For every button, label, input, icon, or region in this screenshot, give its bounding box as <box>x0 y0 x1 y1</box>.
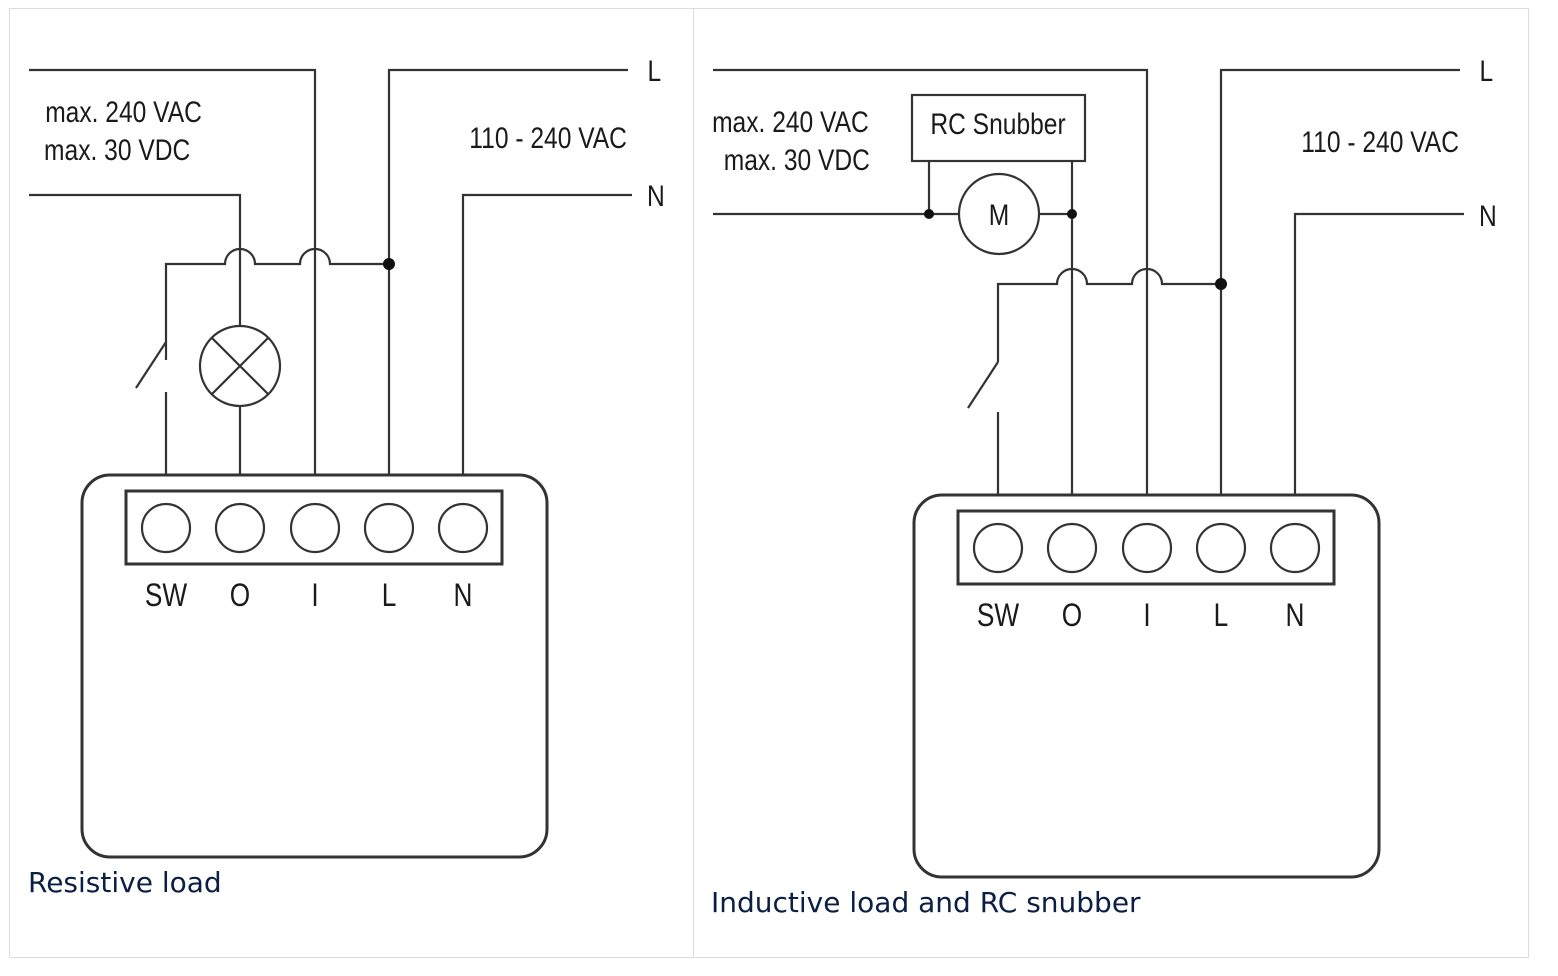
terminal-label-sw: SW <box>145 579 188 614</box>
caption-resistive-load: Resistive load <box>28 866 222 899</box>
source-voltage-dc: max. 30 VDC <box>724 143 870 177</box>
supply-neutral-wire <box>1293 212 1464 495</box>
junction-dot <box>924 209 934 219</box>
terminal-label-i: I <box>1143 599 1150 634</box>
terminal-n <box>1269 522 1321 574</box>
terminal-o <box>214 502 266 554</box>
line-label-neutral: N <box>1479 199 1497 233</box>
lamp-symbol <box>198 324 282 408</box>
terminal-block <box>956 509 1336 586</box>
terminal-l <box>363 502 415 554</box>
source-wire-top <box>29 68 317 475</box>
terminal-label-l: L <box>382 579 397 614</box>
terminal-n <box>437 502 489 554</box>
line-label-live: L <box>1480 54 1494 88</box>
switch-bus-wire <box>164 247 389 360</box>
terminal-label-o: O <box>1062 599 1082 634</box>
supply-voltage: 110 - 240 VAC <box>469 121 627 155</box>
terminal-i <box>289 502 341 554</box>
motor-to-output-wire <box>1039 212 1074 495</box>
terminal-label-i: I <box>311 579 318 614</box>
line-label-live: L <box>648 54 662 88</box>
inductive-load-diagram <box>713 68 1464 879</box>
supply-voltage: 110 - 240 VAC <box>1301 125 1459 159</box>
junction-dot <box>1215 278 1227 290</box>
source-voltage-dc: max. 30 VDC <box>44 133 190 167</box>
line-label-neutral: N <box>647 179 665 213</box>
terminal-label-n: N <box>1286 599 1305 634</box>
motor-label: M <box>989 198 1009 232</box>
terminal-label-sw: SW <box>977 599 1020 634</box>
terminal-label-n: N <box>454 579 473 614</box>
switch-lever <box>135 341 167 389</box>
terminal-i <box>1121 522 1173 574</box>
caption-inductive-load: Inductive load and RC snubber <box>711 886 1141 919</box>
terminal-block <box>124 489 504 566</box>
source-wire-top <box>713 68 1149 495</box>
device-body <box>912 493 1381 879</box>
terminal-o <box>1046 522 1098 574</box>
rc-snubber-box <box>910 93 1087 163</box>
terminal-l <box>1195 522 1247 574</box>
supply-live-wire <box>1219 68 1460 495</box>
left-panel-labels: max. 240 VAC max. 30 VDC 110 - 240 VAC L… <box>44 54 665 614</box>
terminal-label-o: O <box>230 579 250 614</box>
terminal-sw <box>140 502 192 554</box>
device-body <box>80 473 549 859</box>
supply-live-wire <box>387 68 628 475</box>
right-panel-labels: max. 240 VAC max. 30 VDC RC Snubber M 11… <box>712 54 1497 634</box>
source-voltage-ac: max. 240 VAC <box>712 105 869 139</box>
rc-snubber-label: RC Snubber <box>930 107 1065 141</box>
terminal-sw <box>972 522 1024 574</box>
switch-bus-wire <box>996 267 1221 362</box>
supply-neutral-wire <box>461 193 632 475</box>
motor-symbol <box>957 172 1041 256</box>
junction-dot <box>1067 209 1077 219</box>
source-voltage-ac: max. 240 VAC <box>45 95 202 129</box>
diagram-frame <box>9 8 1529 958</box>
panel-divider <box>693 8 694 958</box>
switch-lever <box>967 361 999 409</box>
terminal-label-l: L <box>1214 599 1229 634</box>
source-wire-bottom <box>29 193 242 326</box>
junction-dot <box>383 258 395 270</box>
resistive-load-diagram <box>29 68 632 859</box>
lamp-cross <box>211 337 269 395</box>
